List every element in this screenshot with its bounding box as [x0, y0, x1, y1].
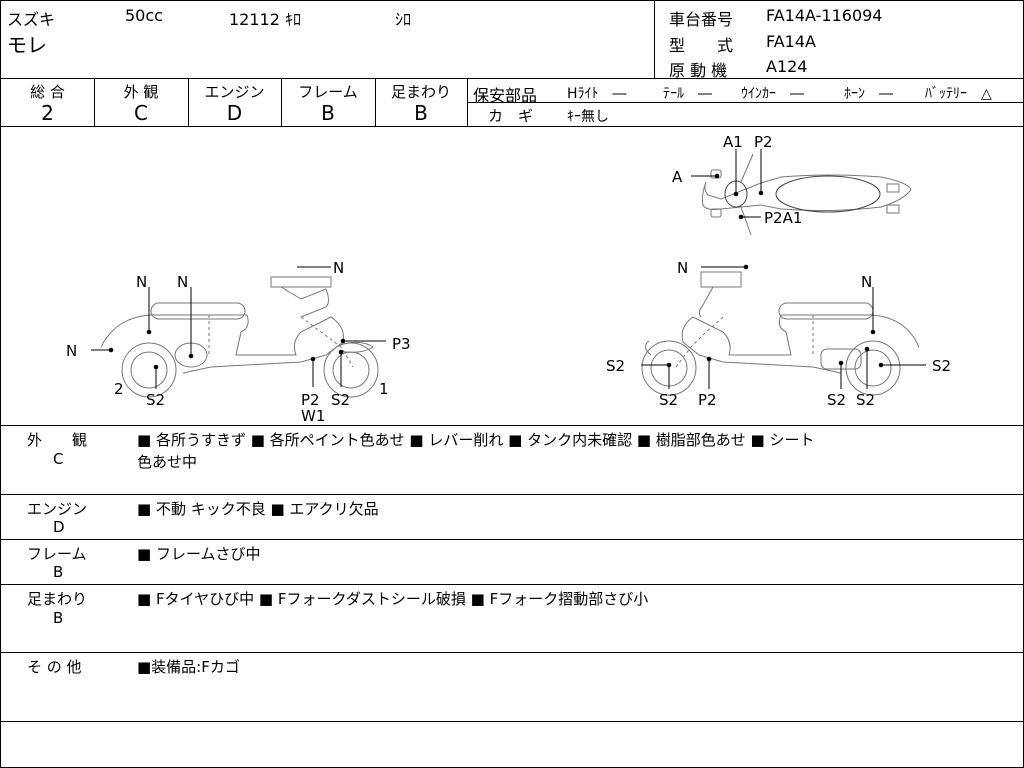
diagram-label: N — [66, 342, 77, 360]
diagram-label: A — [672, 168, 683, 186]
note-text-other: ■装備品:Fカゴ — [137, 658, 240, 676]
header-divider — [654, 1, 655, 78]
diagram-label: N — [136, 273, 147, 291]
diagram-label: S2 — [146, 391, 165, 409]
note-grade-engine: D — [53, 518, 65, 536]
diagram-label: S2 — [606, 357, 625, 375]
safety-headlight: Hﾗｲﾄ ― — [567, 86, 627, 102]
grade-value-engine: D — [226, 101, 243, 125]
divider — [1, 721, 1023, 722]
diagram-label: S2 — [932, 357, 951, 375]
color: ｼﾛ — [395, 10, 412, 29]
grade-label-frame: フレーム — [298, 83, 358, 101]
engine-value: A124 — [766, 57, 808, 76]
diagram-label: N — [861, 273, 872, 291]
divider — [467, 102, 1023, 103]
diagram-label: P2 — [301, 391, 320, 409]
diagram-label: 2 — [114, 380, 124, 398]
frame-no: FA14A-116094 — [766, 6, 883, 25]
diagram-label: P2 — [754, 133, 773, 151]
divider — [1, 584, 1023, 585]
diagram-label: N — [333, 259, 344, 277]
safety-label: 保安部品 — [473, 86, 538, 105]
divider — [1, 425, 1023, 426]
note-label-exterior: 外 観 — [27, 431, 88, 449]
grade-label-suspension: 足まわり — [390, 83, 451, 101]
frame-no-label: 車台番号 — [669, 10, 734, 29]
diagram-label: 1 — [379, 380, 389, 398]
divider — [1, 539, 1023, 540]
grade-value-overall: 2 — [41, 101, 54, 125]
grade-label-exterior: 外 観 — [123, 83, 159, 101]
grade-label-engine: エンジン — [204, 83, 265, 101]
scooter-right-view — [641, 271, 920, 396]
safety-horn: ﾎｰﾝ ― — [844, 86, 893, 102]
grade-value-suspension: B — [414, 101, 428, 125]
diagram-label: S2 — [856, 391, 875, 409]
type-value: FA14A — [766, 32, 816, 51]
grade-value-frame: B — [321, 101, 335, 125]
note-text-frame: ■ フレームさび中 — [137, 545, 261, 563]
note-label-other: そ の 他 — [27, 658, 82, 676]
grade-value-exterior: C — [134, 101, 148, 125]
diagram-label: S2 — [659, 391, 678, 409]
divider — [1, 494, 1023, 495]
note-text-suspension: ■ Fタイヤひび中 ■ Fフォークダストシール破損 ■ Fフォーク摺動部さび小 — [137, 590, 649, 608]
diagram-label: S2 — [827, 391, 846, 409]
divider — [1, 652, 1023, 653]
divider — [94, 78, 95, 126]
diagram-label: S2 — [331, 391, 350, 409]
model-name: モレ — [7, 33, 47, 57]
diagram-label: A1 — [723, 133, 743, 151]
diagram-label: N — [177, 273, 188, 291]
key-value: ｷｰ無し — [567, 109, 609, 125]
diagram-label: P2A1 — [764, 209, 802, 227]
divider — [375, 78, 376, 126]
note-text-exterior-cont: 色あせ中 — [137, 453, 198, 471]
diagram-label: N — [677, 259, 688, 277]
note-grade-exterior: C — [53, 450, 64, 468]
maker: スズキ — [7, 10, 56, 29]
diagram-label: P2 — [698, 391, 717, 409]
safety-tail: ﾃｰﾙ ― — [663, 86, 712, 102]
safety-battery: ﾊﾞｯﾃﾘｰ △ — [925, 86, 992, 102]
diagram-label: P3 — [392, 335, 411, 353]
scooter-left-view — [100, 276, 379, 398]
grade-label-overall: 総 合 — [30, 83, 65, 101]
note-label-engine: エンジン — [27, 500, 88, 518]
type-label: 型 式 — [669, 36, 734, 55]
note-label-frame: フレーム — [27, 545, 87, 563]
note-text-engine: ■ 不動 キック不良 ■ エアクリ欠品 — [137, 500, 379, 518]
damage-diagram: A A1 P2 P2A1 N N N N P3 2 S2 P2 W1 S2 1 … — [66, 133, 951, 425]
note-grade-suspension: B — [53, 609, 64, 627]
divider — [281, 78, 282, 126]
right-callouts — [641, 264, 926, 389]
divider — [188, 78, 189, 126]
divider — [1, 126, 1023, 127]
scooter-top-view — [691, 149, 912, 236]
divider — [1, 78, 1023, 79]
diagram-label: W1 — [301, 407, 325, 425]
mileage: 12112 ｷﾛ — [229, 10, 301, 29]
safety-winker: ｳｲﾝｶｰ ― — [741, 86, 804, 102]
displacement: 50cc — [125, 6, 163, 25]
engine-label: 原 動 機 — [669, 61, 728, 80]
note-text-exterior: ■ 各所うすきず ■ 各所ペイント色あせ ■ レバー削れ ■ タンク内未確認 ■… — [137, 431, 815, 449]
note-grade-frame: B — [53, 563, 64, 581]
note-label-suspension: 足まわり — [27, 590, 88, 608]
key-label: カ ギ — [488, 107, 534, 125]
left-callouts — [91, 266, 386, 389]
